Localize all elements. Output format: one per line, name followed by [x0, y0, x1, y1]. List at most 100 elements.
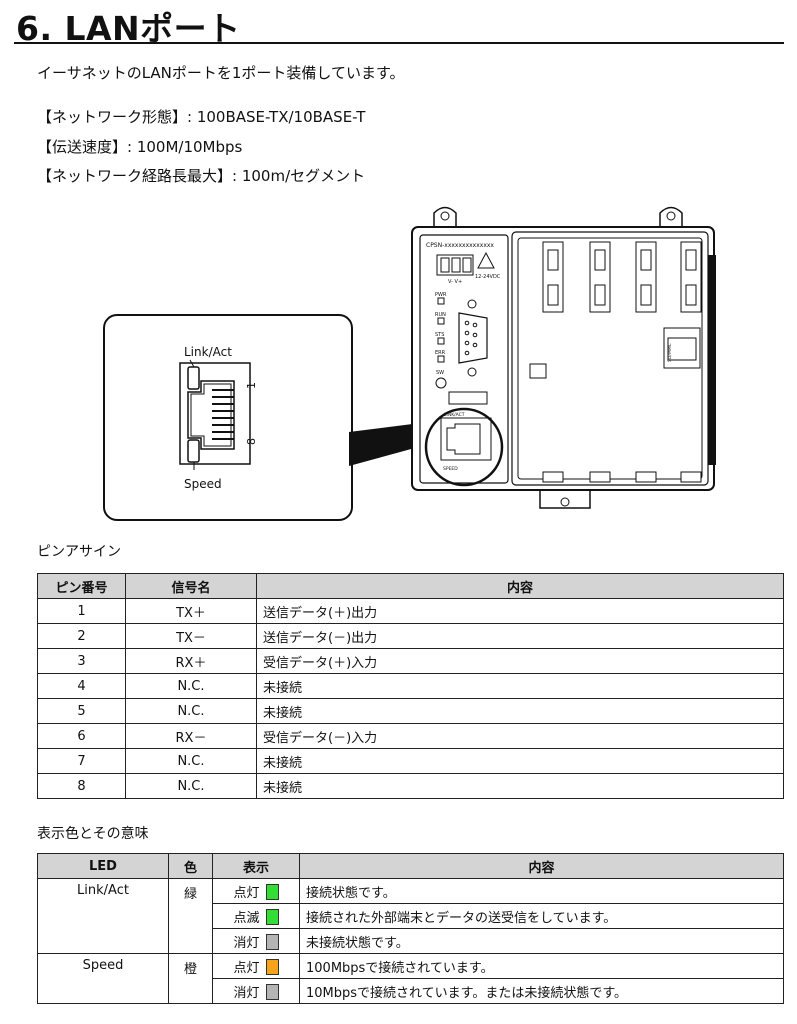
- led-meaning-table: LED 色 表示 内容 Link/Act 緑 点灯 接続状態です。 点滅 接続さ…: [37, 853, 784, 1004]
- display-cell: 点灯: [212, 878, 300, 904]
- table-row: 4 N.C. 未接続: [37, 673, 784, 699]
- pin-number-cell: 8: [37, 773, 126, 799]
- led-color-cell: 橙: [168, 953, 213, 1004]
- signal-name-cell: TX＋: [125, 598, 257, 624]
- speed-small-label: SPEED: [443, 466, 458, 472]
- display-cell: 消灯: [212, 928, 300, 954]
- pin-number-cell: 2: [37, 623, 126, 649]
- pin-number-cell: 7: [37, 748, 126, 774]
- color-chip: [265, 959, 279, 975]
- led-content-cell: 接続された外部端末とデータの送受信をしています。: [299, 903, 784, 929]
- pin-content-cell: 送信データ(－)出力: [256, 623, 784, 649]
- display-cell: 点滅: [212, 903, 300, 929]
- spec-max-length: 【ネットワーク経路長最大】: 100m/セグメント: [37, 167, 366, 185]
- color-header: 色: [168, 853, 213, 879]
- display-header: 表示: [212, 853, 300, 879]
- pin-content-cell: 未接続: [256, 673, 784, 699]
- pin-content-cell: 未接続: [256, 698, 784, 724]
- signal-name-cell: TX－: [125, 623, 257, 649]
- table-row: 5 N.C. 未接続: [37, 698, 784, 724]
- pin-number-cell: 3: [37, 648, 126, 674]
- table-row: Link/Act 緑 点灯 接続状態です。: [37, 878, 784, 954]
- led-sw-label: SW: [436, 370, 444, 376]
- pin-assign-heading: ピンアサイン: [37, 544, 121, 560]
- pin-assign-table: ピン番号 信号名 内容 1 TX＋ 送信データ(＋)出力 2 TX－ 送信データ…: [37, 573, 784, 799]
- table-row: 6 RX－ 受信データ(－)入力: [37, 723, 784, 749]
- led-content-header: 内容: [299, 853, 784, 879]
- color-chip: [265, 934, 279, 950]
- color-chip: [265, 909, 279, 925]
- table-row: 消灯 10Mbpsで接続されています。または未接続状態です。: [38, 978, 784, 1004]
- zoom-circle: [424, 407, 504, 487]
- rj45-jack-illustration: [179, 362, 251, 465]
- table-row: Speed 橙 点灯 100Mbpsで接続されています。: [37, 953, 784, 1004]
- led-name-cell: Speed: [37, 953, 169, 1004]
- display-label: 消灯: [233, 935, 260, 951]
- speed-led: [187, 439, 200, 463]
- display-cell: 消灯: [212, 978, 300, 1004]
- spec-network-type: 【ネットワーク形態】: 100BASE-TX/10BASE-T: [37, 108, 366, 126]
- pin-number-header: ピン番号: [37, 573, 126, 599]
- speed-label: Speed: [184, 477, 222, 491]
- led-err-label: ERR: [435, 350, 446, 356]
- pin-number-cell: 1: [37, 598, 126, 624]
- table-row: 3 RX＋ 受信データ(＋)入力: [37, 648, 784, 674]
- table-row: 1 TX＋ 送信データ(＋)出力: [37, 598, 784, 624]
- pin-content-cell: 受信データ(＋)入力: [256, 648, 784, 674]
- spec-speed: 【伝送速度】: 100M/10Mbps: [37, 138, 243, 156]
- table-row: 8 N.C. 未接続: [37, 773, 784, 799]
- led-pwr-label: PWR: [435, 292, 447, 298]
- display-label: 点滅: [233, 910, 260, 926]
- led-name-cell: Link/Act: [37, 878, 169, 954]
- display-label: 消灯: [233, 985, 260, 1001]
- pin-table-header: ピン番号 信号名 内容: [37, 573, 784, 599]
- pin-number-cell: 5: [37, 698, 126, 724]
- display-label: 点灯: [233, 885, 260, 901]
- signal-name-cell: N.C.: [125, 748, 257, 774]
- intro-text: イーサネットのLANポートを1ポート装備しています。: [37, 64, 405, 82]
- display-cell: 点灯: [212, 953, 300, 979]
- led-color-cell: 緑: [168, 878, 213, 954]
- link-act-label: Link/Act: [184, 345, 232, 359]
- device-illustration: [411, 206, 716, 509]
- led-run-label: RUN: [435, 312, 446, 318]
- led-header: LED: [37, 853, 169, 879]
- led-content-cell: 10Mbpsで接続されています。または未接続状態です。: [299, 978, 784, 1004]
- lan-port-figure: Link/Act Speed 1 8: [103, 206, 716, 521]
- sd-slot-label: SD/MMC: [667, 343, 673, 362]
- display-label: 点灯: [233, 960, 260, 976]
- led-table-header: LED 色 表示 内容: [37, 853, 784, 879]
- signal-name-cell: N.C.: [125, 773, 257, 799]
- pin-content-cell: 送信データ(＋)出力: [256, 598, 784, 624]
- pin-content-cell: 未接続: [256, 773, 784, 799]
- color-chip: [265, 884, 279, 900]
- pin-number-cell: 4: [37, 673, 126, 699]
- led-content-cell: 未接続状態です。: [299, 928, 784, 954]
- voltage-label: 12-24VDC: [475, 274, 501, 280]
- signal-name-header: 信号名: [125, 573, 257, 599]
- color-chip: [265, 984, 279, 1000]
- led-sts-label: STS: [435, 332, 444, 338]
- link-act-small-label: LINK/ACT: [444, 412, 465, 418]
- page-title: 6. LANポート: [16, 9, 241, 48]
- signal-name-cell: RX＋: [125, 648, 257, 674]
- signal-name-cell: RX－: [125, 723, 257, 749]
- table-row: 7 N.C. 未接続: [37, 748, 784, 774]
- table-row: 2 TX－ 送信データ(－)出力: [37, 623, 784, 649]
- pin-number-cell: 6: [37, 723, 126, 749]
- pin-content-cell: 受信データ(－)入力: [256, 723, 784, 749]
- led-table-heading: 表示色とその意味: [37, 826, 149, 842]
- pin-content-cell: 未接続: [256, 748, 784, 774]
- title-rule: [14, 42, 784, 44]
- pin8-label: 8: [245, 438, 258, 445]
- led-content-cell: 100Mbpsで接続されています。: [299, 953, 784, 979]
- signal-name-cell: N.C.: [125, 673, 257, 699]
- signal-name-cell: N.C.: [125, 698, 257, 724]
- content-header: 内容: [256, 573, 784, 599]
- pin1-label: 1: [245, 382, 258, 389]
- table-row: 点滅 接続された外部端末とデータの送受信をしています。: [38, 903, 784, 929]
- led-content-cell: 接続状態です。: [299, 878, 784, 904]
- device-model-label: CPSN-xxxxxxxxxxxxxx: [426, 242, 494, 249]
- link-act-led: [187, 366, 200, 390]
- terminal-label: V- V+: [448, 279, 462, 285]
